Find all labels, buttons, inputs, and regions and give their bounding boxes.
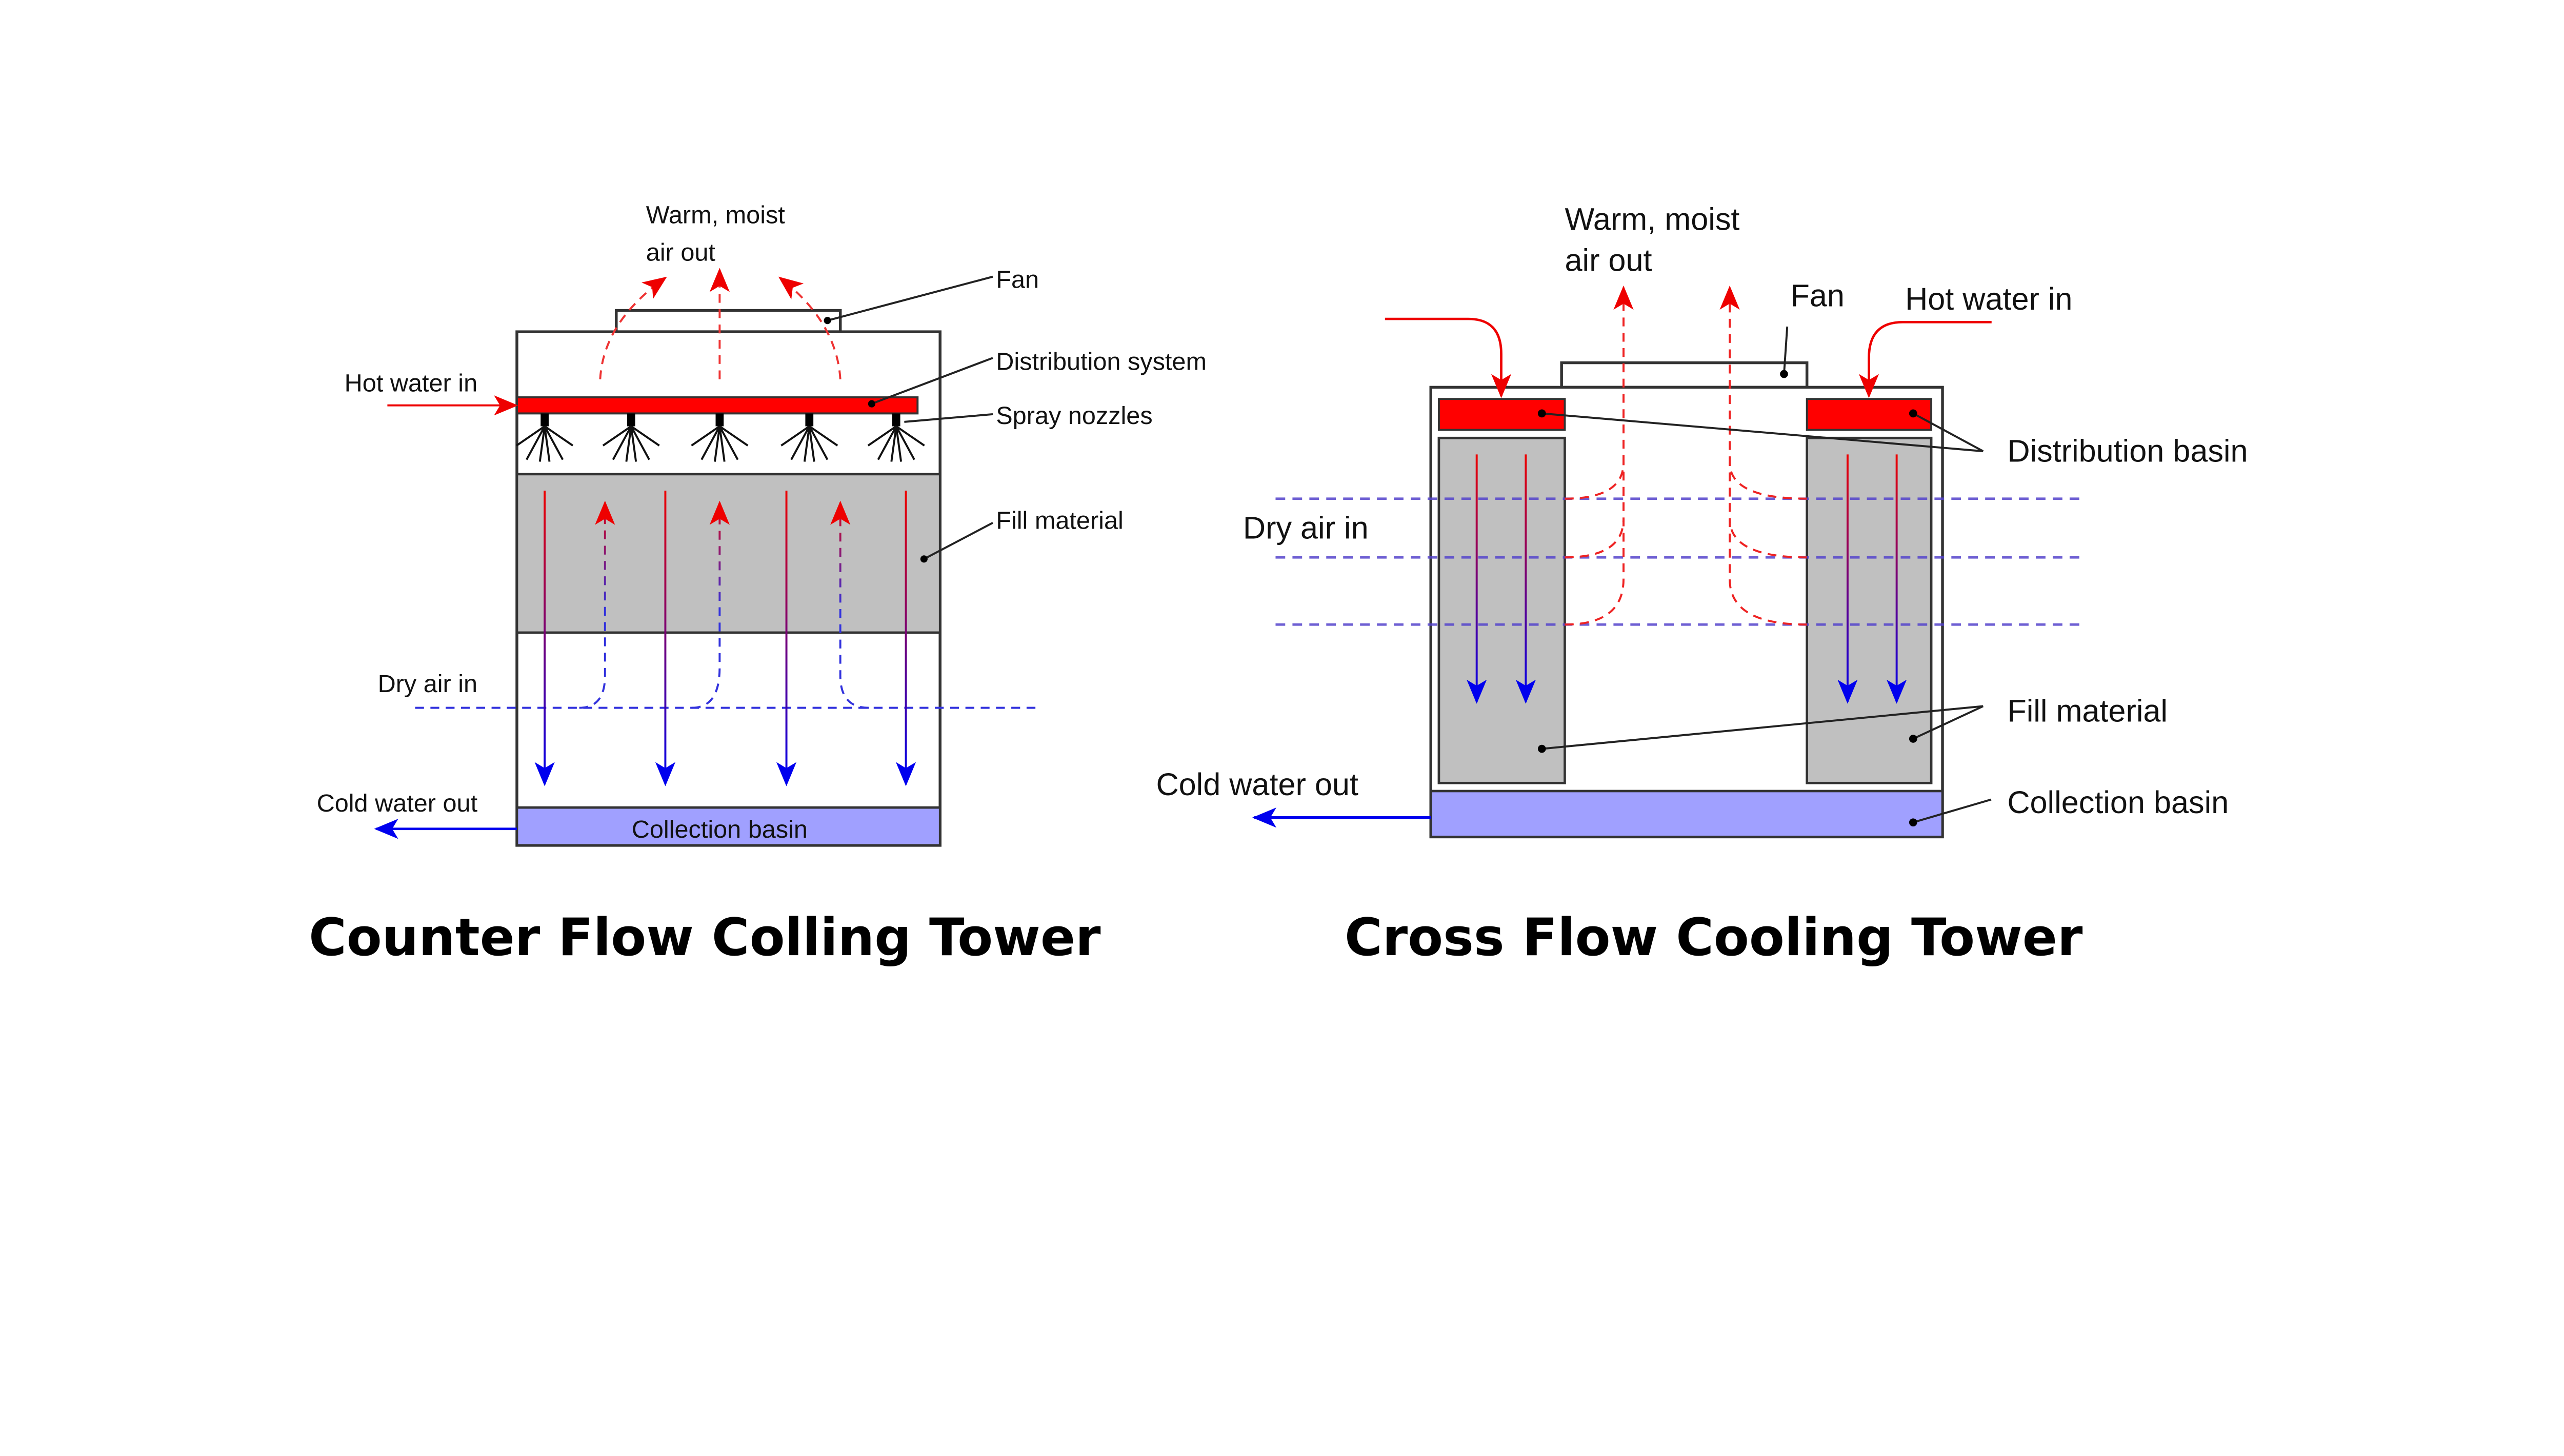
spray-nozzles bbox=[516, 413, 925, 462]
hot-water-in-arrow-right bbox=[1858, 320, 1992, 398]
label-warm-air: Warm, moist bbox=[646, 201, 786, 229]
hot-water-in-arrow-left bbox=[1385, 317, 1512, 398]
air-flow-up bbox=[579, 500, 869, 709]
label-fill-material: Fill material bbox=[2007, 693, 2168, 728]
label-air-out: air out bbox=[1565, 243, 1652, 278]
counter-flow-tower: Warm, moist air out Fan Distribution sys… bbox=[309, 201, 1207, 967]
cross-flow-title: Cross Flow Cooling Tower bbox=[1345, 907, 2083, 967]
label-spray-nozzles: Spray nozzles bbox=[996, 402, 1152, 430]
label-collection-basin: Collection basin bbox=[632, 816, 808, 843]
water-flow-down bbox=[534, 491, 916, 786]
label-dry-air-in: Dry air in bbox=[378, 670, 478, 698]
leader-lines bbox=[824, 275, 993, 563]
water-flow-down bbox=[1467, 454, 1907, 704]
leader-lines bbox=[1537, 326, 1992, 827]
warm-air-out bbox=[599, 268, 842, 379]
label-cold-water-out: Cold water out bbox=[317, 790, 478, 817]
cross-flow-tower: Warm, moist air out Fan Hot water in Dis… bbox=[1156, 202, 2248, 967]
label-distribution-system: Distribution system bbox=[996, 348, 1207, 376]
counter-flow-title: Counter Flow Colling Tower bbox=[309, 907, 1101, 967]
label-fan: Fan bbox=[996, 266, 1039, 294]
label-hot-water-in: Hot water in bbox=[1905, 281, 2072, 316]
label-distribution-basin: Distribution basin bbox=[2007, 434, 2248, 469]
collection-basin bbox=[515, 806, 942, 847]
label-cold-water-out: Cold water out bbox=[1156, 767, 1358, 802]
collection-basin bbox=[1429, 790, 1944, 838]
fan bbox=[615, 309, 842, 333]
cooling-tower-diagrams: Warm, moist air out Fan Distribution sys… bbox=[309, 201, 2248, 967]
distribution-system bbox=[516, 396, 919, 415]
label-warm-air: Warm, moist bbox=[1565, 202, 1739, 237]
label-fan: Fan bbox=[1791, 278, 1845, 313]
fill-material-right bbox=[1806, 436, 1933, 784]
fill-material-left bbox=[1437, 436, 1566, 784]
fan bbox=[1560, 361, 1809, 389]
warm-air-out bbox=[1565, 285, 1807, 626]
label-air-out: air out bbox=[646, 238, 716, 266]
label-collection-basin: Collection basin bbox=[2007, 785, 2229, 820]
label-fill-material: Fill material bbox=[996, 507, 1124, 535]
label-hot-water-in: Hot water in bbox=[345, 369, 477, 397]
fill-material bbox=[515, 473, 942, 634]
label-dry-air-in: Dry air in bbox=[1243, 510, 1369, 545]
